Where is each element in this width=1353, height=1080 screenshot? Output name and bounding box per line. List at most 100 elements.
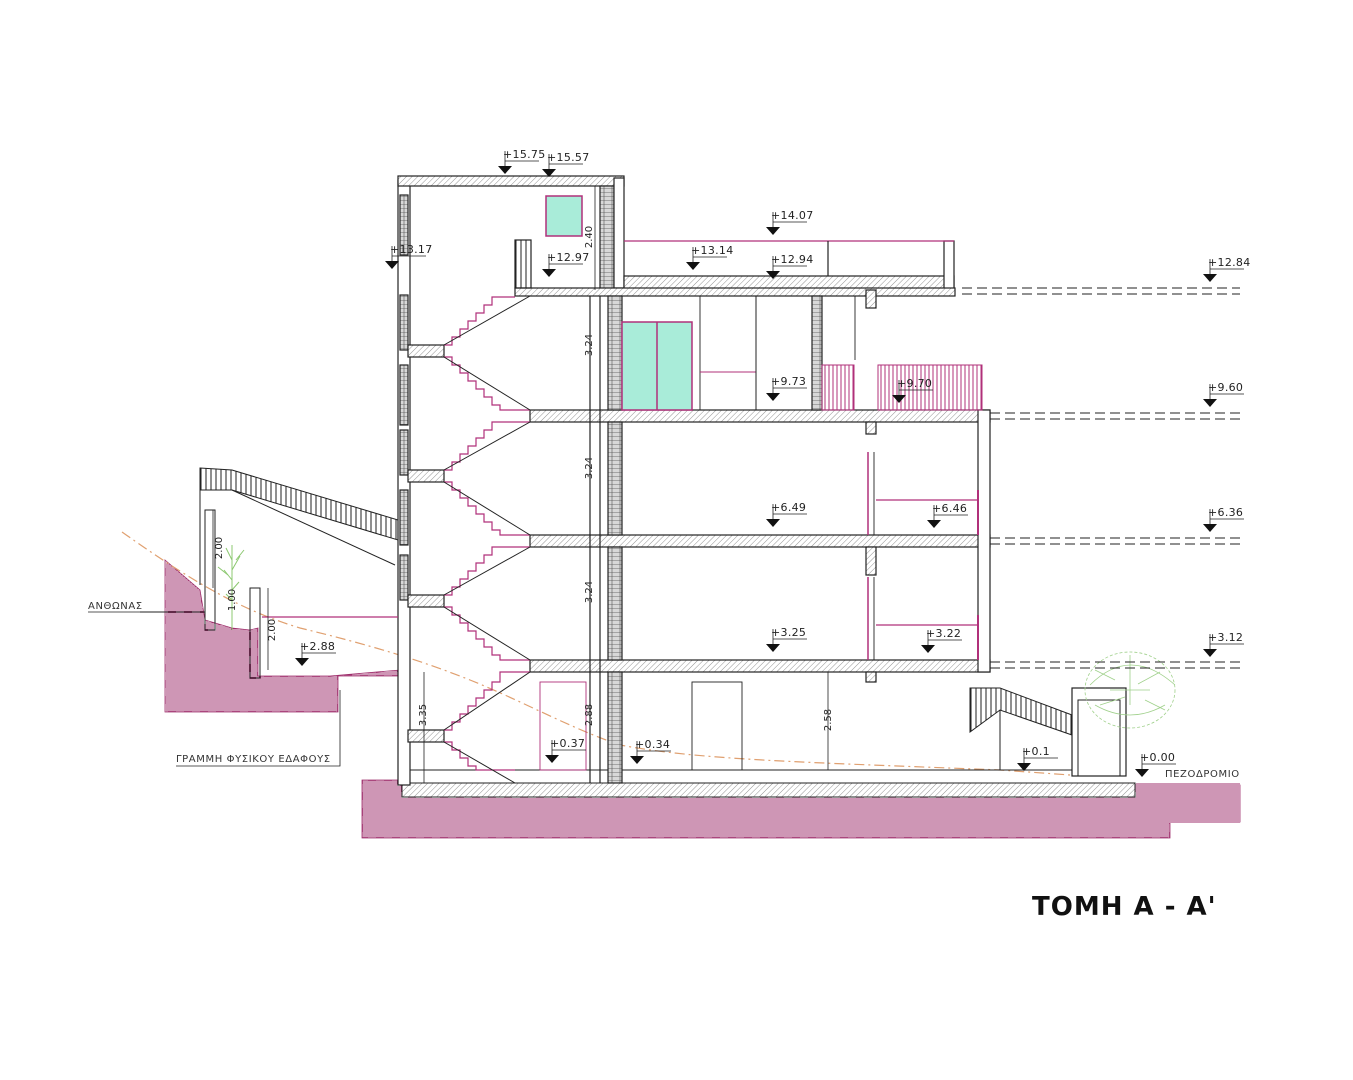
dimension-label: 3.24	[584, 581, 595, 603]
elevation-markers: +15.75+15.57 +14.07 +13.17 +13.14 +12.97 +12.…	[295, 148, 1251, 777]
level-triangle-icon	[1203, 274, 1217, 282]
elevation-label: +15.75	[503, 148, 546, 161]
elevation-label: +9.70	[897, 377, 932, 390]
elevation-marker: +13.14	[686, 244, 734, 270]
elevation-label: +0.37	[550, 737, 585, 750]
left-wall-brick	[399, 194, 409, 256]
elevation-label: +0.1	[1022, 745, 1050, 758]
elevation-marker: +6.46	[927, 502, 968, 528]
level-triangle-icon	[630, 756, 644, 764]
elevation-label: +13.17	[390, 243, 433, 256]
planter-plant	[217, 545, 245, 630]
level-triangle-icon	[686, 262, 700, 270]
elevation-marker: +0.00	[1135, 751, 1176, 777]
elevation-label: +2.88	[300, 640, 335, 653]
elevation-marker: +13.17	[385, 243, 433, 269]
planter	[140, 509, 398, 679]
level-triangle-icon	[1017, 763, 1031, 771]
dimension-label: 2.40	[584, 226, 595, 248]
level-triangle-icon	[542, 269, 556, 277]
elevation-marker: +0.1	[1017, 745, 1058, 771]
level-triangle-icon	[1135, 769, 1149, 777]
elevation-marker: +15.57	[542, 151, 590, 177]
interior-elements	[539, 295, 979, 771]
elevation-label: +3.25	[771, 626, 806, 639]
elevation-label: +6.46	[932, 502, 967, 515]
dimension-label: 3.24	[584, 457, 595, 479]
elevation-label: +9.73	[771, 375, 806, 388]
elevation-marker: +2.88	[295, 640, 336, 666]
elevation-marker: +12.97	[542, 251, 590, 277]
elevation-marker: +0.37	[545, 737, 586, 763]
level-triangle-icon	[1203, 399, 1217, 407]
elevation-label: +6.36	[1208, 506, 1243, 519]
elevation-marker: +3.22	[921, 627, 962, 653]
elevation-label: +15.57	[547, 151, 590, 164]
dimension-label: 1.00	[227, 589, 238, 611]
external-ramp-rail-left	[199, 467, 399, 585]
level-triangle-icon	[1203, 524, 1217, 532]
elevation-marker: +14.07	[766, 209, 814, 235]
natural-ground-line	[121, 531, 1071, 776]
level-triangle-icon	[892, 395, 906, 403]
elevation-label: +14.07	[771, 209, 814, 222]
stair-flights	[443, 295, 531, 784]
elevation-marker: +9.73	[766, 375, 807, 401]
level-triangle-icon	[385, 261, 399, 269]
sidewalk-label: ΠΕΖΟΔΡΟΜΙΟ	[1165, 769, 1240, 780]
elevation-label: +12.94	[771, 253, 814, 266]
level-triangle-icon	[766, 227, 780, 235]
foundation-slab	[401, 782, 1136, 798]
glazing	[545, 195, 693, 411]
level-triangle-icon	[542, 169, 556, 177]
elevation-label: +3.22	[926, 627, 961, 640]
elevation-marker: +6.36	[1203, 506, 1244, 532]
tree-icon	[1084, 651, 1176, 729]
elevation-label: +12.97	[547, 251, 590, 264]
elevation-marker: +9.60	[1203, 381, 1244, 407]
elevation-label: +6.49	[771, 501, 806, 514]
level-triangle-icon	[295, 658, 309, 666]
elevation-marker: +9.70	[892, 377, 933, 403]
elevation-marker: +3.25	[766, 626, 807, 652]
level-triangle-icon	[498, 166, 512, 174]
dimension-lines	[212, 186, 829, 783]
elevation-marker: +12.84	[1203, 256, 1251, 282]
entrance-rail	[969, 687, 1127, 777]
natural-ground-label: ΓΡΑΜΜΗ ΦΥΣΙΚΟΥ ΕΔΑΦΟΥΣ	[176, 754, 331, 765]
balcony-rails	[821, 364, 983, 411]
elevation-label: +0.34	[635, 738, 670, 751]
staircase	[444, 296, 530, 771]
dimension-label: 2.88	[584, 704, 595, 726]
level-lines	[962, 287, 1240, 669]
elevation-marker: +12.94	[766, 253, 814, 279]
section-title: ΤΟΜΗ Α - Α'	[1032, 892, 1217, 922]
elevation-marker: +15.75	[498, 148, 546, 174]
elevation-label: +3.12	[1208, 631, 1243, 644]
dimension-label: 3.35	[418, 704, 429, 726]
level-triangle-icon	[927, 520, 941, 528]
elevation-label: +13.14	[691, 244, 734, 257]
dimension-labels: 2.40 3.24 3.24 3.24 2.88 2.58 3.35 2.00 2.00 1.00	[214, 226, 834, 731]
dimension-label: 2.00	[267, 619, 278, 641]
elevation-label: +9.60	[1208, 381, 1243, 394]
level-triangle-icon	[766, 519, 780, 527]
elevation-marker: +6.49	[766, 501, 807, 527]
level-triangle-icon	[766, 644, 780, 652]
level-triangle-icon	[921, 645, 935, 653]
level-triangle-icon	[766, 271, 780, 279]
elevation-label: +12.84	[1208, 256, 1251, 269]
dimension-label: 2.58	[823, 709, 834, 731]
elevation-marker: +3.12	[1203, 631, 1244, 657]
dimension-label: 2.00	[214, 537, 225, 559]
elevation-marker: +0.34	[630, 738, 671, 764]
penthouse-skylight	[545, 195, 583, 237]
level-triangle-icon	[545, 755, 559, 763]
elevation-label: +0.00	[1140, 751, 1175, 764]
planter-label: ΑΝΘΩΝΑΣ	[88, 601, 143, 612]
level-triangle-icon	[1203, 649, 1217, 657]
ground	[164, 559, 1241, 839]
level-triangle-icon	[766, 393, 780, 401]
dimension-label: 3.24	[584, 334, 595, 356]
